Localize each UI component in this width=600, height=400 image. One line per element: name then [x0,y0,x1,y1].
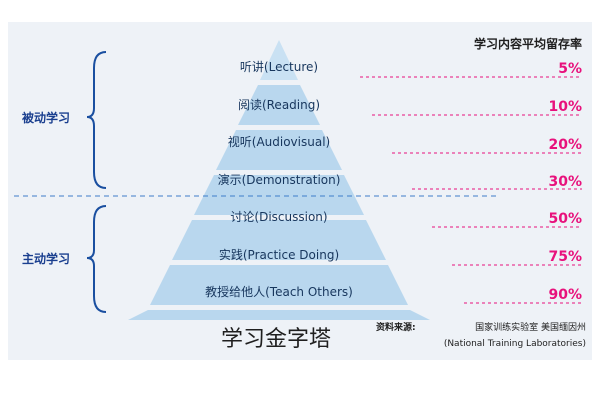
tier-label-lecture: 听讲(Lecture) [240,59,318,74]
diagram-panel: 听讲(Lecture) 阅读(Reading) 视听(Audiovisual) … [8,22,592,360]
rate-value-discussion: 50% [548,211,582,227]
source-line-2: (National Training Laboratories) [444,339,586,349]
tier-label-practice: 实践(Practice Doing) [219,247,339,262]
pyramid-tier-2 [238,85,320,125]
tier-label-audiovisual: 视听(Audiovisual) [228,134,330,149]
source-line-1: 国家训练实验室 美国缅因州 [475,321,586,333]
tier-label-reading: 阅读(Reading) [238,98,320,112]
pyramid-tier-4 [194,175,364,215]
passive-learning-label: 被动学习 [22,110,70,125]
active-learning-label: 主动学习 [22,251,70,266]
tier-label-demonstration: 演示(Demonstration) [218,172,341,187]
rate-value-audiovisual: 20% [548,137,582,153]
rate-value-reading: 10% [548,99,582,115]
rate-value-practice: 75% [548,249,582,265]
active-learning-bracket [86,205,107,313]
pyramid-tier-1 [260,40,298,80]
learning-pyramid-diagram: 听讲(Lecture) 阅读(Reading) 视听(Audiovisual) … [14,36,586,352]
pyramid-tier-5 [172,220,386,260]
pyramid-tier-3 [216,130,342,170]
main-title: 学习金字塔 [221,327,331,352]
guide-lines [360,76,582,304]
source-label: 资料来源: [376,321,416,333]
rate-value-demonstration: 30% [548,174,582,190]
pyramid-tier-7 [128,310,430,320]
rate-value-lecture: 5% [558,61,582,77]
pyramid-tier-6 [150,265,408,305]
retention-rate-title: 学习内容平均留存率 [474,36,582,51]
passive-learning-bracket [86,51,107,189]
rate-value-teach-others: 90% [548,287,582,303]
tier-label-discussion: 讨论(Discussion) [230,210,327,224]
tier-label-teach-others: 教授给他人(Teach Others) [205,284,353,299]
pyramid-tiers [128,40,430,320]
